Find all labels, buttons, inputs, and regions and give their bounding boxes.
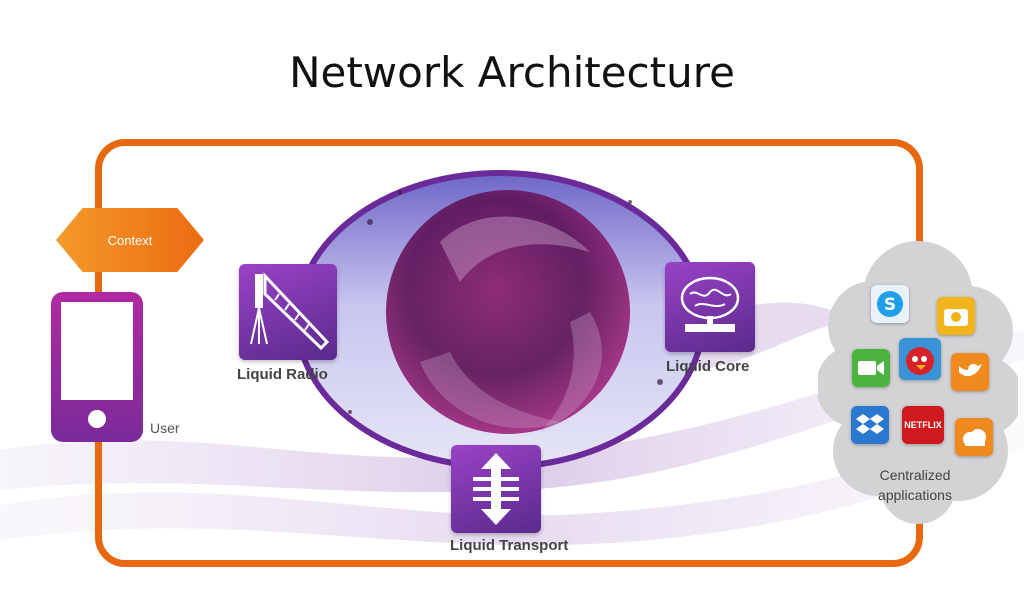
user-label: User	[150, 420, 180, 436]
netflix-text: NETFLIX	[904, 420, 942, 430]
radio-antenna-icon	[239, 264, 337, 360]
svg-text:S: S	[884, 295, 896, 315]
centralized-applications-label: Centralized applications	[878, 467, 952, 503]
dropbox-icon	[851, 406, 889, 444]
liquid-transport-label: Liquid Transport	[450, 537, 569, 554]
cloud-storage-icon	[955, 418, 993, 456]
liquid-radio-label: Liquid Radio	[237, 366, 328, 383]
twitter-icon	[951, 353, 989, 391]
camera-icon	[937, 297, 975, 335]
user-phone-icon	[51, 292, 143, 442]
brain-icon	[665, 262, 755, 352]
netflix-icon: NETFLIX	[902, 406, 944, 444]
angry-birds-icon	[899, 338, 941, 380]
context-badge: Context	[56, 208, 204, 272]
network-core-ellipse	[294, 170, 706, 470]
facetime-icon	[852, 349, 890, 387]
skype-icon: S	[871, 285, 909, 323]
page-title: Network Architecture	[289, 48, 735, 97]
transport-arrows-icon	[451, 445, 541, 533]
liquid-core-label: Liquid Core	[666, 358, 750, 375]
